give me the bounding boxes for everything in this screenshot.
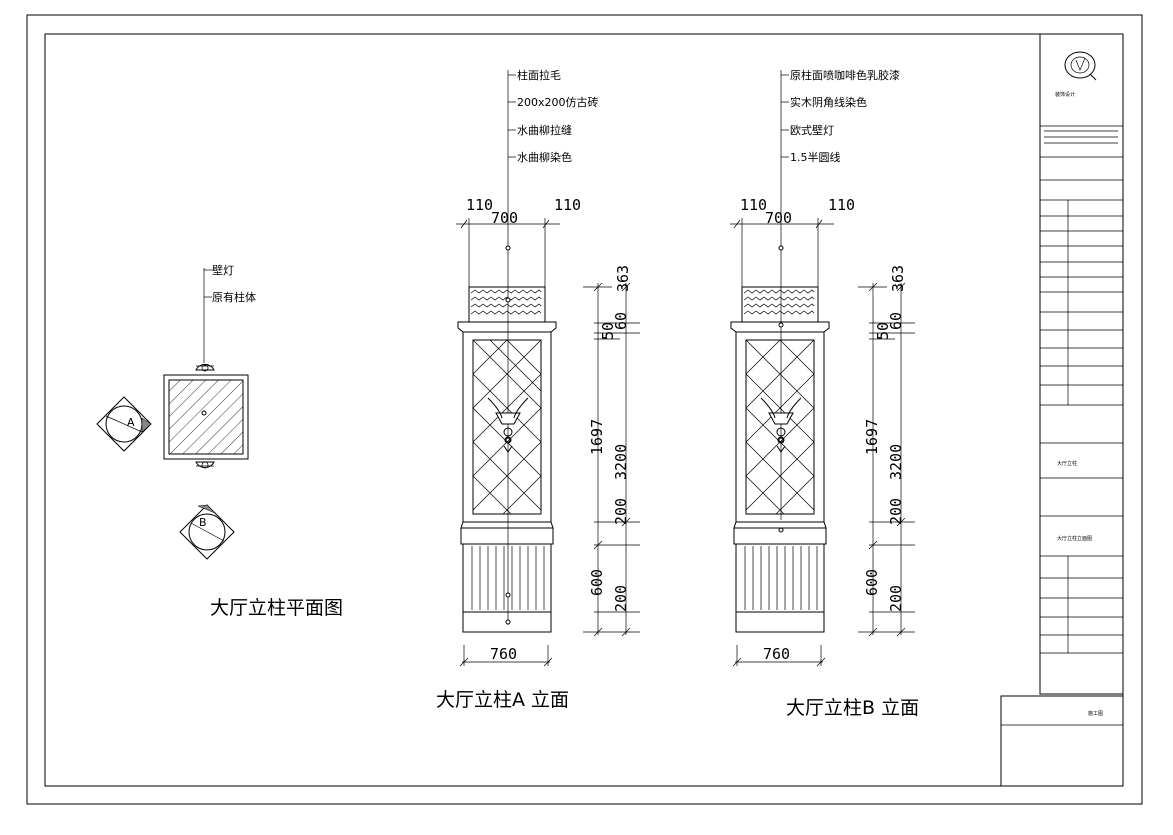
elev-a-dim-3200: 3200 <box>612 444 630 480</box>
elev-b-dim-200-lower: 200 <box>887 585 905 612</box>
elev-a-title: 大厅立柱A 立面 <box>436 689 569 711</box>
elev-a-dim-bottom: 760 <box>490 645 517 663</box>
elev-a-dim-60: 60 <box>612 312 630 330</box>
elev-b-sconce-icon <box>760 397 802 453</box>
elev-b-dim-1697: 1697 <box>863 419 881 455</box>
title-block: 装饰设计 大厅立柱 大厅立柱立面图 <box>1000 33 1124 787</box>
plan-title: 大厅立柱平面图 <box>210 597 343 619</box>
svg-text:施工图: 施工图 <box>1088 710 1103 717</box>
elev-a-sconce-icon <box>487 397 529 453</box>
plan-note-column: 原有柱体 <box>212 290 256 304</box>
elev-b-dim-top-right: 110 <box>828 196 855 214</box>
elev-b-title: 大厅立柱B 立面 <box>786 697 919 719</box>
elevation-b: 原柱面喷咖啡色乳胶漆 实木阴角线染色 欧式壁灯 1.5半圆线 110 700 1… <box>730 68 919 719</box>
elev-b-dim-60: 60 <box>887 312 905 330</box>
svg-text:B: B <box>199 516 207 529</box>
section-marker-a: A <box>96 396 152 452</box>
elev-a-dim-600: 600 <box>588 569 606 596</box>
elev-a-dim-1697: 1697 <box>588 419 606 455</box>
elev-b-note-2: 实木阴角线染色 <box>790 95 867 109</box>
elev-a-note-2: 200x200仿古砖 <box>517 95 599 109</box>
svg-text:大厅立柱: 大厅立柱 <box>1057 460 1077 467</box>
svg-text:大厅立柱立面图: 大厅立柱立面图 <box>1057 535 1092 542</box>
company-logo-icon <box>1064 51 1097 81</box>
plan-view: 壁灯 原有柱体 A B <box>96 263 343 619</box>
elev-a-dim-top-right: 110 <box>554 196 581 214</box>
elev-a-dim-200-upper: 200 <box>612 498 630 525</box>
elev-b-dim-600: 600 <box>863 569 881 596</box>
elevation-a: 柱面拉毛 200x200仿古砖 水曲柳拉缝 水曲柳染色 110 700 110 <box>436 68 640 711</box>
elev-a-dim-363: 363 <box>614 265 632 292</box>
wall-lamp-bottom-icon <box>195 461 215 469</box>
plan-note-lamp: 壁灯 <box>212 263 234 277</box>
elev-a-dim-200-lower: 200 <box>612 585 630 612</box>
elev-a-dim-top-left: 110 <box>466 196 493 214</box>
section-marker-b: B <box>179 504 235 560</box>
elev-a-note-4: 水曲柳染色 <box>517 150 572 164</box>
elev-a-dim-50: 50 <box>599 322 617 340</box>
elev-b-note-3: 欧式壁灯 <box>790 123 834 137</box>
column-outline <box>163 374 249 460</box>
elev-b-dim-top-left: 110 <box>740 196 767 214</box>
column-hatch <box>168 379 244 455</box>
elev-b-dim-363: 363 <box>889 265 907 292</box>
elev-a-dim-top-mid: 700 <box>491 209 518 227</box>
elev-b-dim-200-upper: 200 <box>887 498 905 525</box>
elev-b-dim-3200: 3200 <box>887 444 905 480</box>
elev-b-dim-bottom: 760 <box>763 645 790 663</box>
elev-b-note-1: 原柱面喷咖啡色乳胶漆 <box>790 68 900 82</box>
wall-lamp-top-icon <box>195 363 215 371</box>
elev-b-dim-50: 50 <box>874 322 892 340</box>
elev-b-note-4: 1.5半圆线 <box>790 150 841 164</box>
elev-a-note-3: 水曲柳拉缝 <box>517 123 572 137</box>
svg-text:A: A <box>127 416 135 429</box>
outer-border <box>26 14 1143 805</box>
elev-a-note-1: 柱面拉毛 <box>517 68 561 82</box>
elev-b-dim-top-mid: 700 <box>765 209 792 227</box>
svg-text:装饰设计: 装饰设计 <box>1055 91 1075 98</box>
